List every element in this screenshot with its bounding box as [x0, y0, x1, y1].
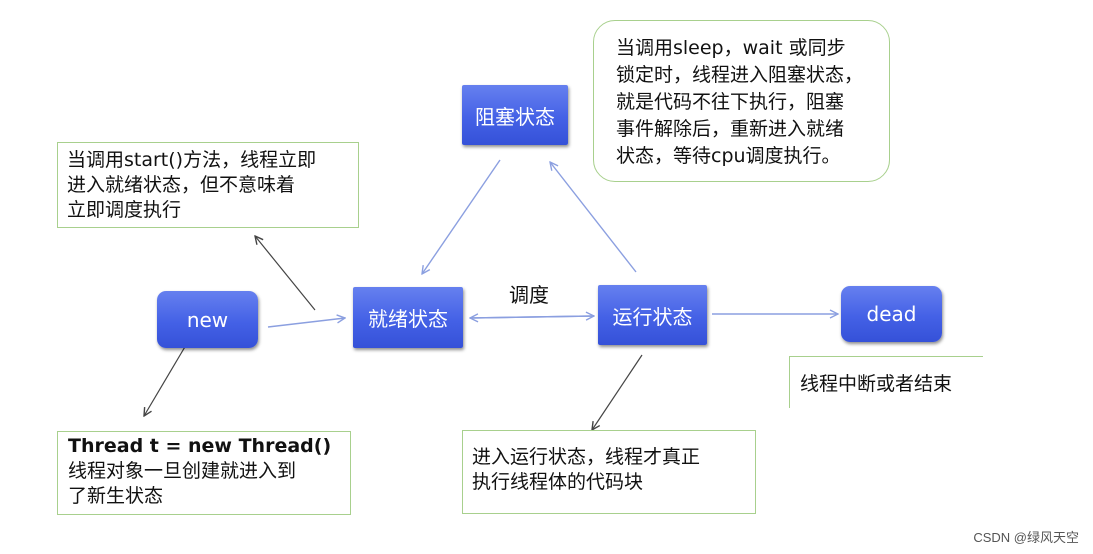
arrow-blocked-to-ready [422, 159, 501, 274]
state-dead: dead [841, 286, 942, 342]
note-blocked-line: 当调用sleep，wait 或同步 [616, 37, 846, 59]
state-new: new [157, 291, 258, 348]
note-thread-line: 线程对象一旦创建就进入到 [68, 460, 297, 482]
state-running-label: 运行状态 [612, 304, 693, 329]
arrow-ready-running-forward [469, 316, 594, 318]
state-new-label: new [186, 307, 229, 332]
note-new-thread: Thread t = new Thread() 线程对象一旦创建就进入到 了新生… [57, 431, 351, 515]
note-start-line: 立即调度执行 [67, 199, 182, 221]
note-running-line: 执行线程体的代码块 [472, 471, 644, 493]
watermark: CSDN @绿风天空 [973, 530, 1079, 545]
pointer-to-running-note [592, 354, 643, 430]
note-blocked-line: 就是代码不往下执行，阻塞 [616, 91, 845, 113]
edge-label-schedule: 调度 [509, 283, 549, 307]
state-blocked-label: 阻塞状态 [475, 104, 555, 129]
state-ready-label: 就绪状态 [368, 307, 448, 331]
arrow-new-to-ready [267, 318, 345, 328]
note-blocked-line: 事件解除后，重新进入就绪 [616, 118, 845, 140]
note-running: 进入运行状态，线程才真正 执行线程体的代码块 [462, 430, 756, 514]
note-start: 当调用start()方法，线程立即 进入就绪状态，但不意味着 立即调度执行 [57, 142, 359, 228]
state-running: 运行状态 [598, 285, 707, 345]
arrow-ready-running-back [470, 316, 595, 318]
state-blocked: 阻塞状态 [462, 85, 568, 145]
note-thread-code: Thread t = new Thread() [68, 435, 332, 457]
note-start-line: 当调用start()方法，线程立即 [67, 149, 317, 171]
note-start-line: 进入就绪状态，但不意味着 [67, 174, 296, 196]
note-thread-line: 了新生状态 [68, 485, 164, 507]
state-ready: 就绪状态 [353, 287, 463, 348]
note-blocked-line: 状态，等待cpu调度执行。 [616, 145, 841, 167]
pointer-to-start-note [255, 236, 316, 311]
note-blocked: 当调用sleep，wait 或同步 锁定时，线程进入阻塞状态， 就是代码不往下执… [593, 20, 890, 182]
pointer-to-thread-note [144, 339, 190, 416]
note-dead: 线程中断或者结束 [789, 356, 983, 408]
state-dead-label: dead [866, 302, 917, 326]
note-running-line: 进入运行状态，线程才真正 [472, 446, 701, 468]
note-blocked-line: 锁定时，线程进入阻塞状态， [616, 64, 864, 86]
